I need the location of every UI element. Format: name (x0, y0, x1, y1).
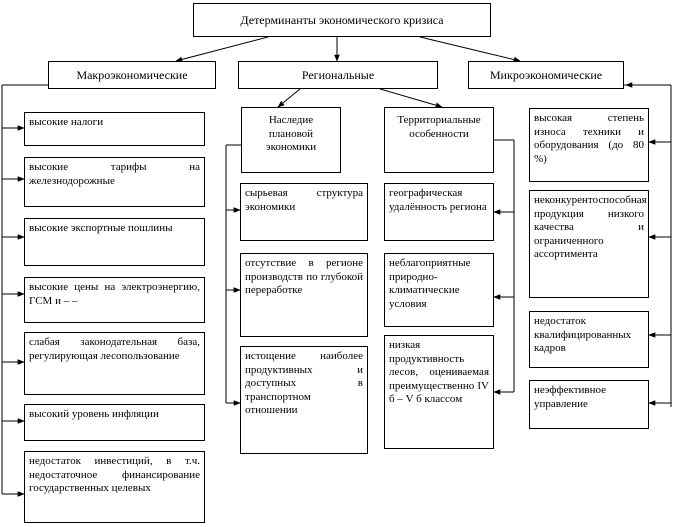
legacy-item: сырьевая структура экономики (240, 183, 368, 241)
category-regional: Региональные (238, 61, 438, 89)
diagram-title: Детерминанты экономического кризиса (193, 3, 491, 37)
sub-territorial-features: Территориальные особенности (384, 107, 494, 173)
micro-item: высокая степень износа техники и оборудо… (529, 108, 649, 182)
territorial-item: неблагоприятные природно-климатические у… (384, 253, 494, 327)
legacy-item: отсутствие в регионе производств по глуб… (240, 253, 368, 337)
sub-legacy-planned-economy: Наследие плановой экономики (241, 107, 341, 173)
legacy-item: истощение наиболее продуктивных и доступ… (240, 346, 368, 454)
macro-item: высокие цены на электроэнергию, ГСМ и – … (24, 277, 205, 323)
micro-item: недостаток квалифицированных кадров (529, 311, 649, 368)
category-micro: Микроэкономические (468, 61, 624, 89)
territorial-item: низкая продуктивность лесов, оцениваемая… (384, 335, 494, 449)
territorial-item: географическая удалённость региона (384, 183, 494, 241)
macro-item: высокие экспортные пошлины (24, 218, 205, 266)
macro-item: высокие тарифы на железнодорожные (24, 157, 205, 207)
category-macro: Макроэкономические (48, 61, 216, 89)
macro-item: слабая законодательная база, регулирующа… (24, 332, 205, 395)
micro-item: неконкурентоспособная продукция низкого … (529, 190, 649, 298)
macro-item: высокие налоги (24, 112, 205, 146)
macro-item: недостаток инвестиций, в т.ч. недостаточ… (24, 451, 205, 523)
macro-item: высокий уровень инфляции (24, 404, 205, 441)
micro-item: неэффективное управление (529, 380, 649, 429)
